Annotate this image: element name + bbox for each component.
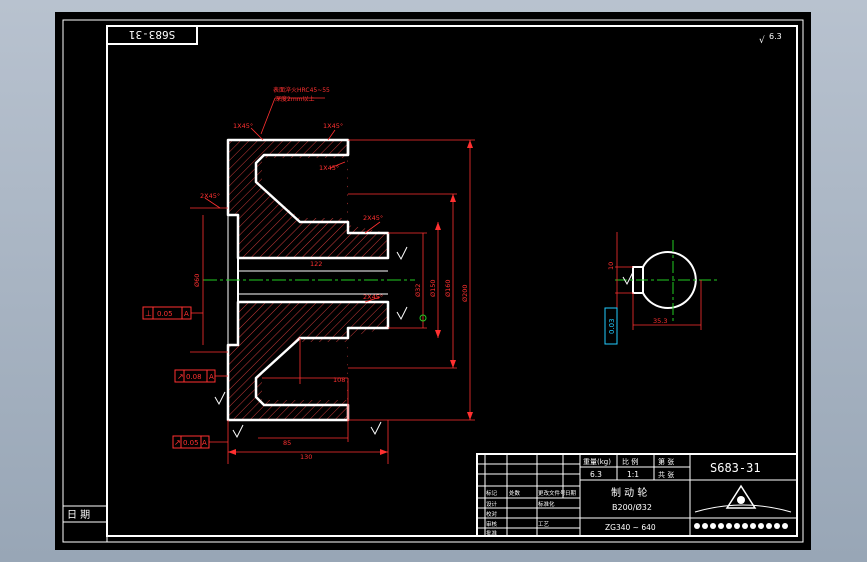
cad-viewport[interactable]: S683-31 √ 6.3 日 期	[55, 12, 811, 550]
sheets-label: 共 张	[658, 470, 674, 479]
keyway-sym-tol: 0.03	[608, 318, 616, 334]
rev-file: 更改文件号	[538, 489, 566, 497]
number-box-top	[106, 25, 198, 45]
approve-label: 批准	[486, 529, 498, 537]
dim-130: 130	[300, 453, 312, 461]
weight-value: 6.3	[590, 470, 602, 479]
dim-d160: Ø160	[444, 279, 452, 297]
sheet-border	[62, 19, 804, 543]
svg-text:↗: ↗	[174, 438, 181, 447]
dim-hub-diameter: Ø60	[193, 274, 201, 287]
chamfer-rim-inner: 1X45°	[319, 164, 339, 172]
drawing-frame	[106, 25, 798, 537]
heat-treat-note-1: 表面淬火HRC45~55	[273, 86, 330, 94]
craft-label: 工艺	[538, 521, 550, 528]
tolerance-perpendicularity: ⊥ 0.05 A	[142, 306, 203, 320]
title-block	[476, 453, 798, 537]
svg-text:⊥: ⊥	[145, 309, 152, 318]
dim-outer-diameter: Ø200	[461, 284, 469, 302]
heat-treat-note-2: 深度2mm以上	[275, 95, 315, 103]
dim-bore-length: 122	[310, 260, 322, 268]
scale-value: 1:1	[627, 470, 639, 479]
tol-runout1-value: 0.08	[186, 373, 202, 381]
keyway-depth-dim: 35.3	[653, 317, 667, 325]
svg-text:↗: ↗	[177, 372, 184, 381]
brake-wheel-section	[226, 138, 390, 422]
part-name: 制 动 轮	[611, 486, 647, 499]
dim-85: 85	[283, 439, 291, 447]
scale-label: 比 例	[622, 457, 638, 466]
tolerance-runout-1: ↗ 0.08 A	[174, 369, 228, 383]
rev-mark: 标记	[486, 489, 498, 497]
drawing-number: S683-31	[710, 461, 761, 475]
tol-runout1-datum: A	[209, 373, 214, 381]
company-logo	[694, 484, 792, 529]
tolerance-runout-2: ↗ 0.05 A	[172, 435, 228, 449]
date-label: 日 期	[67, 509, 90, 521]
dim-d150: Ø150	[429, 279, 437, 297]
dim-108: 108	[333, 376, 345, 384]
chamfer-bore-bottom: 2X45°	[363, 293, 383, 301]
part-spec: B200/Ø32	[612, 502, 652, 512]
review-label: 审核	[486, 520, 498, 528]
chamfer-top-right: 1X45°	[323, 122, 343, 130]
chamfer-top-left: 1X45°	[233, 122, 253, 130]
datum-circle	[419, 314, 427, 322]
rev-date: 日期	[565, 490, 577, 497]
roughness-symbol: √	[759, 35, 765, 46]
drawing-number-rotated: S683-31	[129, 28, 175, 41]
dim-bore-diameter: Ø32	[414, 284, 422, 297]
tol-perp-value: 0.05	[157, 310, 173, 318]
drawing-canvas: S683-31 √ 6.3 日 期	[62, 19, 804, 543]
tol-runout2-value: 0.05	[183, 439, 199, 447]
sheet-label: 第 张	[658, 457, 674, 466]
roughness-marks	[214, 246, 408, 439]
left-strip-box	[62, 505, 108, 543]
tol-runout2-datum: A	[202, 439, 207, 447]
design-label: 设计	[486, 500, 498, 508]
roughness-value: 6.3	[769, 32, 782, 41]
standardize-label: 标准化	[538, 500, 555, 508]
part-material: ZG340 ~ 640	[605, 523, 656, 532]
chamfer-bore-top: 2X45°	[363, 214, 383, 222]
dimension-arrows	[228, 140, 473, 455]
check-label: 校对	[486, 510, 498, 518]
chamfer-hub: 2X45°	[200, 192, 220, 200]
weight-label: 重量(kg)	[583, 458, 611, 466]
keyway-section-view: 10 35.3 0.03	[604, 232, 720, 345]
dimensions	[190, 97, 475, 464]
keyway-width-dim: 10	[607, 262, 615, 270]
tol-perp-datum: A	[184, 310, 189, 318]
rev-count: 处数	[509, 489, 521, 497]
